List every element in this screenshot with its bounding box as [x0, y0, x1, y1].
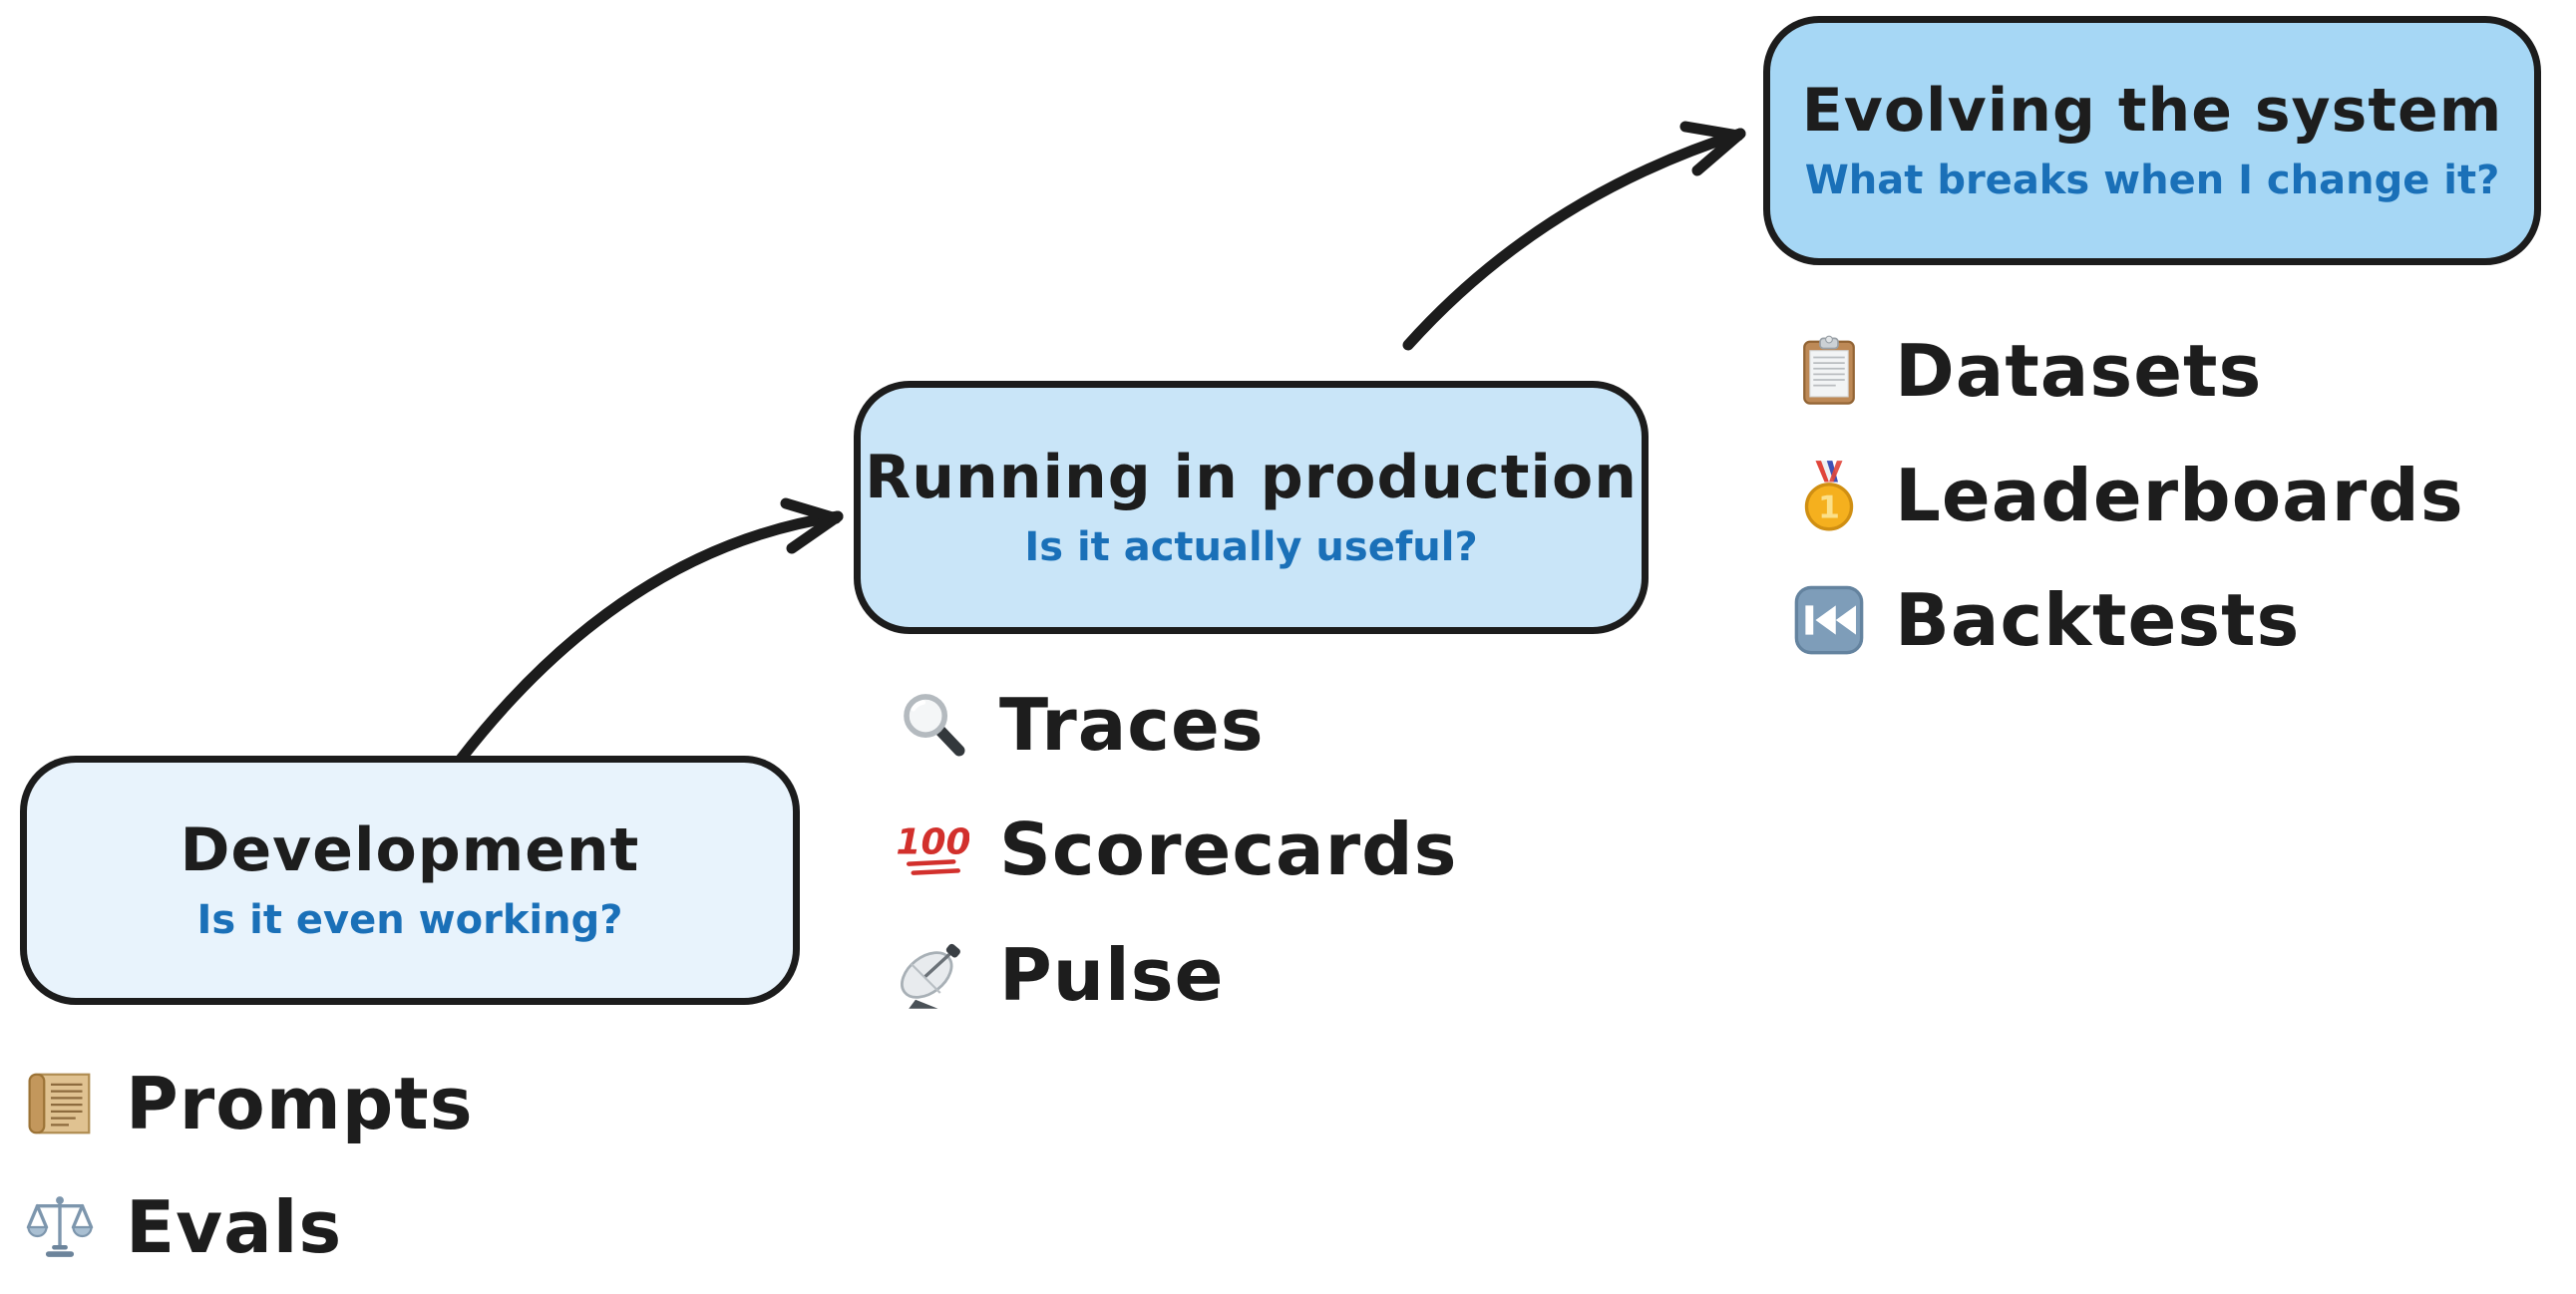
first-place-medal-icon: 1 [1793, 460, 1865, 531]
item-label: Prompts [126, 1062, 474, 1145]
stage-box-evolving: Evolving the system What breaks when I c… [1763, 16, 2541, 265]
item-label: Backtests [1895, 578, 2301, 662]
scroll-icon [24, 1068, 96, 1139]
stage-box-development: Development Is it even working? [20, 756, 800, 1005]
svg-text:1: 1 [1818, 490, 1840, 526]
list-item: Evals [24, 1185, 342, 1269]
item-label: Pulse [999, 933, 1225, 1017]
item-label: Evals [126, 1185, 343, 1269]
stage-title: Running in production [865, 443, 1638, 512]
clipboard-icon [1793, 335, 1865, 407]
list-item: 1 Leaderboards [1793, 454, 2464, 537]
list-item: Prompts [24, 1062, 474, 1145]
arrow-production-to-evolving [1402, 121, 1746, 351]
list-item: Traces [898, 683, 1265, 767]
hundred-points-icon: 100 [898, 813, 969, 885]
stage-subtitle: Is it even working? [196, 897, 623, 943]
list-item: Datasets [1793, 329, 2262, 413]
svg-text:100: 100 [898, 822, 969, 863]
stage-box-production: Running in production Is it actually use… [854, 381, 1649, 634]
skip-back-icon [1793, 584, 1865, 656]
stage-title: Evolving the system [1801, 76, 2503, 146]
magnifying-glass-icon [898, 689, 969, 761]
satellite-dish-icon [898, 939, 969, 1011]
stage-subtitle: What breaks when I change it? [1804, 158, 2500, 203]
item-label: Leaderboards [1895, 454, 2464, 537]
list-item: Backtests [1793, 578, 2300, 662]
list-item: 100 Scorecards [898, 808, 1458, 891]
item-label: Datasets [1895, 329, 2263, 413]
stage-title: Development [180, 815, 640, 885]
balance-scale-icon [24, 1191, 96, 1263]
arrow-development-to-production [453, 497, 844, 768]
item-label: Traces [999, 683, 1265, 767]
stage-subtitle: Is it actually useful? [1024, 524, 1478, 570]
item-label: Scorecards [999, 808, 1458, 891]
list-item: Pulse [898, 933, 1224, 1017]
